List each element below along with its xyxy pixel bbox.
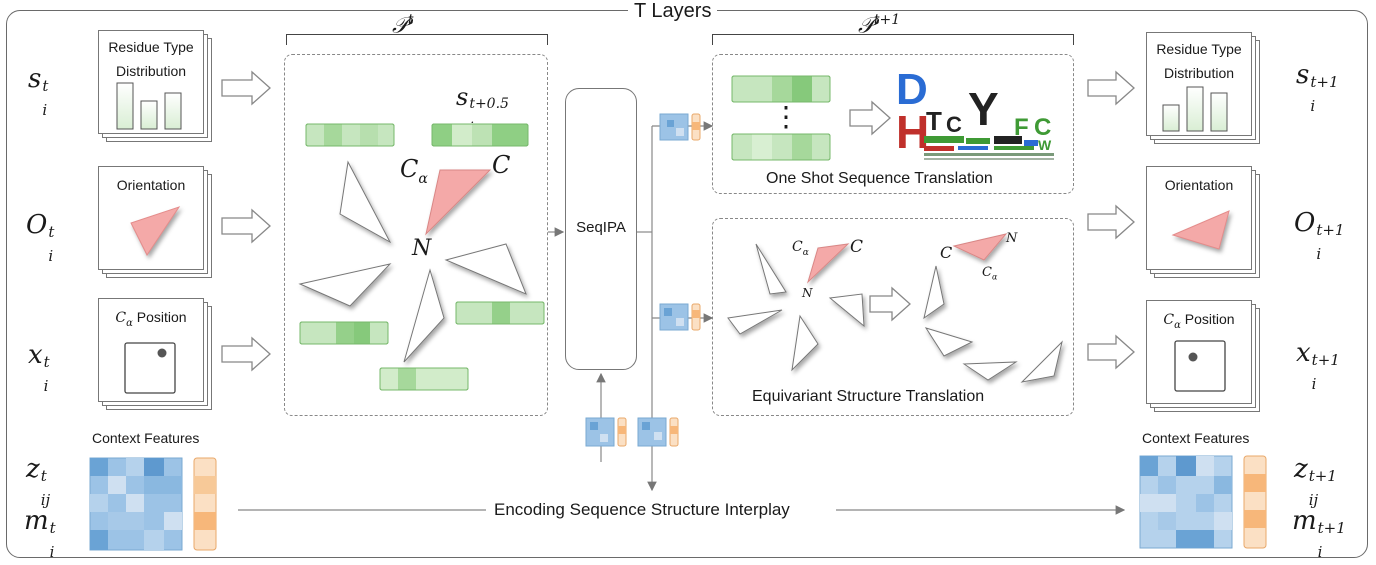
arrow-o-in xyxy=(221,208,271,244)
eq-atom-c2-label: C xyxy=(940,243,953,262)
arrow-o-out xyxy=(1087,204,1135,240)
strip-2 xyxy=(431,123,529,147)
residue-strips-oneshot xyxy=(731,75,831,161)
context-features-label-in: Context Features xyxy=(92,430,200,446)
mini-heatmap-top xyxy=(659,113,701,141)
eq-frame-h xyxy=(1020,340,1063,383)
histogram-icon xyxy=(116,82,182,130)
eq-atom-ca-label: Cα xyxy=(792,239,809,258)
strip-4 xyxy=(455,301,545,325)
seqipa-block: SeqIPA xyxy=(565,88,637,370)
eq-frame-c xyxy=(791,314,819,372)
pt1-label: 𝒫t+1 xyxy=(858,12,901,39)
orientation-card-stack-out: Orientation xyxy=(1146,166,1262,280)
atom-ca-label: Cα xyxy=(400,155,428,187)
residue-card: Residue Type Distribution xyxy=(98,30,204,134)
pt-box xyxy=(284,54,548,416)
strip-5 xyxy=(379,367,469,391)
atom-c-label: C xyxy=(492,151,511,179)
histogram-icon-out xyxy=(1162,86,1228,132)
residue-strips-pt xyxy=(299,123,545,391)
mini-heatmap-mid xyxy=(659,303,701,331)
equivariant-caption: Equivariant Structure Translation xyxy=(752,388,985,405)
sequence-logo: D H T C Y F C W xyxy=(896,68,1066,164)
pt1-bracket xyxy=(712,34,1074,45)
pt-label: 𝒫t xyxy=(392,12,414,39)
mini-heatmap-bottom-right xyxy=(637,417,679,447)
orientation-triangle-icon-out xyxy=(1171,210,1230,250)
pt-bracket xyxy=(286,34,548,45)
arrow-s-in xyxy=(221,70,271,106)
arrow-seq-to-logo xyxy=(849,100,891,136)
position-card-stack-out: Cα Position xyxy=(1146,300,1262,414)
eq-frame-highlight-1 xyxy=(806,243,850,284)
orientation-card-out: Orientation xyxy=(1146,166,1252,270)
frames-pt xyxy=(298,160,527,363)
diagram-title: T Layers xyxy=(628,0,718,22)
vertical-dots: ⋮ xyxy=(772,101,800,132)
frames-equivariant xyxy=(727,243,1063,383)
hollow-arrows-left xyxy=(221,70,271,372)
eq-frame-a xyxy=(755,243,787,295)
interplay-caption: Encoding Sequence Structure Interplay xyxy=(494,500,790,519)
eq-atom-n-label: N xyxy=(802,286,813,300)
orientation-card: Orientation xyxy=(98,166,204,270)
position-card: Cα Position xyxy=(98,298,204,402)
arrow-x-out xyxy=(1087,334,1135,370)
frame-a xyxy=(339,160,392,244)
position-card-label: Cα Position xyxy=(115,309,187,329)
context-heatmap-out xyxy=(1139,455,1267,549)
arrow-x-in xyxy=(221,336,271,372)
logo-small-letters xyxy=(924,136,1054,160)
position-card-stack: Cα Position xyxy=(98,298,214,412)
frame-highlight-pt xyxy=(425,169,492,236)
eq-frame-g xyxy=(962,361,1018,381)
arrow-struct xyxy=(869,286,911,322)
position-box-icon xyxy=(124,342,176,394)
eq-frame-e xyxy=(923,265,945,320)
arrow-s-out xyxy=(1087,70,1135,106)
strip-1 xyxy=(305,123,395,147)
atom-n-label: N xyxy=(412,236,432,261)
residue-card-stack-out: Residue Type Distribution xyxy=(1146,32,1262,146)
residue-card-out: Residue Type Distribution xyxy=(1146,32,1252,136)
frame-c xyxy=(444,243,527,295)
eq-frame-b xyxy=(727,309,783,335)
frame-d xyxy=(403,268,445,363)
position-box-icon-out xyxy=(1174,340,1226,392)
strip-3 xyxy=(299,321,389,345)
mini-heatmap-bottom-left xyxy=(585,417,627,447)
eq-atom-ca2-label: Cα xyxy=(982,265,998,282)
frame-b xyxy=(298,263,392,307)
one-shot-caption: One Shot Sequence Translation xyxy=(766,170,993,187)
eq-frame-f xyxy=(924,327,974,357)
position-card-out: Cα Position xyxy=(1146,300,1252,404)
position-card-label-out: Cα Position xyxy=(1163,311,1235,331)
residue-card-stack: Residue Type Distribution xyxy=(98,30,214,144)
eq-frame-highlight-2 xyxy=(952,233,1008,261)
orientation-card-stack: Orientation xyxy=(98,166,214,280)
hollow-arrows-right xyxy=(849,70,1135,370)
eq-atom-n2-label: N xyxy=(1006,231,1018,246)
orientation-triangle-icon xyxy=(130,206,181,256)
eq-atom-c-label: C xyxy=(850,237,864,257)
eq-frame-d xyxy=(828,293,865,328)
context-features-label-out: Context Features xyxy=(1142,430,1250,446)
context-heatmap-in xyxy=(89,457,217,551)
